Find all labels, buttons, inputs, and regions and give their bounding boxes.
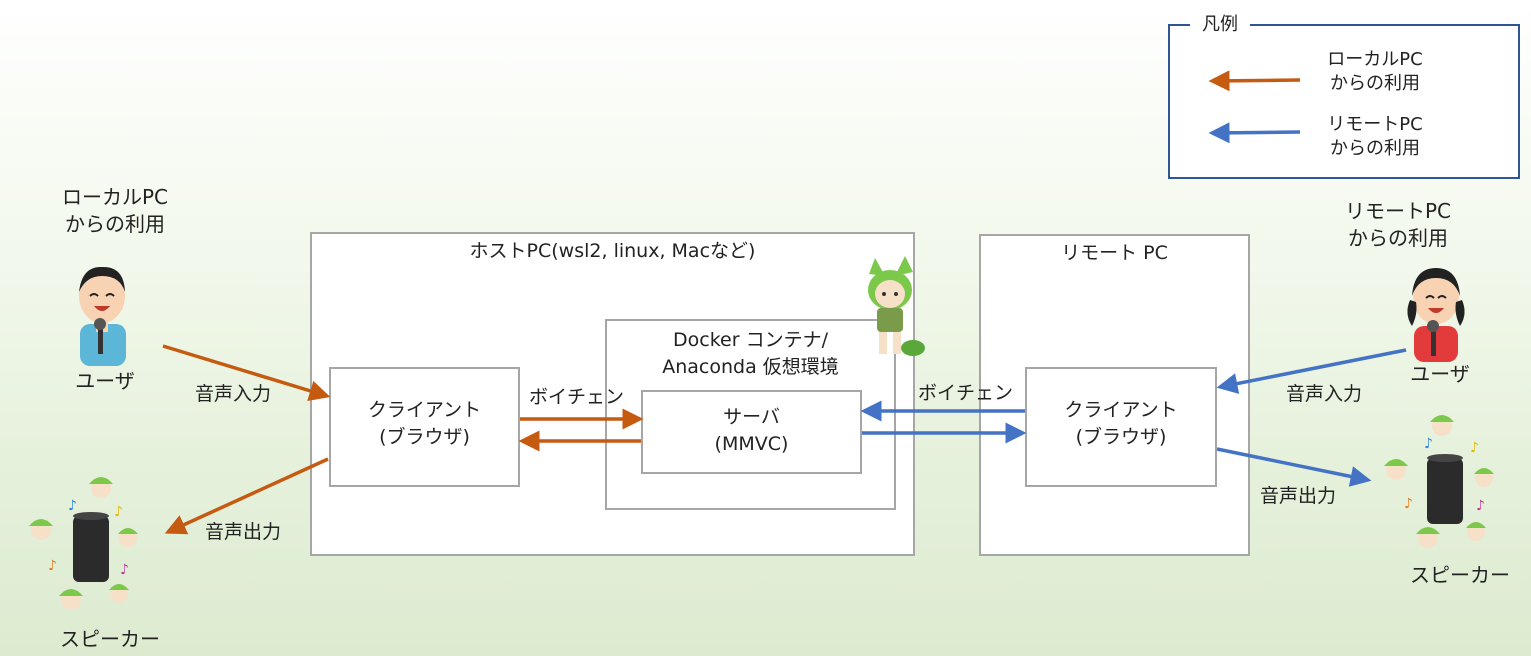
boy-singing-icon <box>79 266 126 366</box>
zundamon-character-icon <box>868 256 925 356</box>
smart-speaker-icon: ♪ ♪ ♪ ♪ <box>1384 415 1494 548</box>
svg-text:♪: ♪ <box>1470 440 1479 456</box>
left-voice-out-label: 音声出力 <box>205 521 282 543</box>
arrow-voice-out-left <box>164 457 329 535</box>
svg-text:♪: ♪ <box>48 558 57 574</box>
music-note-icon: ♪ <box>1424 436 1433 452</box>
legend-local-arrow <box>1208 70 1301 92</box>
remote-voice-change-label: ボイチェン <box>918 382 1014 404</box>
smart-speaker-icon: ♪ ♪ ♪ ♪ <box>29 477 138 610</box>
arrow-voice-out-right <box>1216 447 1372 487</box>
host-client-label: クライアント(ブラウザ) <box>367 399 482 448</box>
server-label: サーバ(MMVC) <box>714 406 789 455</box>
legend-box <box>1168 24 1520 179</box>
remote-client-box <box>1025 367 1217 487</box>
remote-pc-title: リモート PC <box>1061 242 1168 264</box>
right-user-label: ユーザ <box>1410 362 1470 386</box>
server-box <box>641 390 862 474</box>
music-note-icon: ♪ <box>68 498 77 514</box>
svg-text:♪: ♪ <box>114 504 123 520</box>
host-client-box <box>329 367 520 487</box>
right-voice-in-label: 音声入力 <box>1286 383 1363 405</box>
legend-remote-arrow <box>1208 122 1301 144</box>
host-title: ホストPC(wsl2, linux, Macなど) <box>469 240 756 262</box>
arrow-voice-in-right <box>1216 348 1407 394</box>
zundamon-character-icon <box>29 477 138 610</box>
container-label: Docker コンテナ/Anaconda 仮想環境 <box>662 329 839 378</box>
svg-text:♪: ♪ <box>1476 498 1485 514</box>
svg-text:♪: ♪ <box>1404 496 1413 512</box>
right-speaker-label: スピーカー <box>1410 563 1510 587</box>
right-voice-out-label: 音声出力 <box>1260 485 1337 507</box>
girl-singing-icon <box>1407 268 1465 362</box>
left-speaker-label: スピーカー <box>60 627 160 651</box>
zundamon-character-icon <box>1384 415 1494 548</box>
arrow-voice-in-left <box>162 344 331 401</box>
svg-text:♪: ♪ <box>120 562 129 578</box>
left-user-label: ユーザ <box>75 369 135 393</box>
host-voice-change-label: ボイチェン <box>529 386 625 408</box>
legend-title: 凡例 <box>1190 12 1250 38</box>
left-voice-in-label: 音声入力 <box>195 383 272 405</box>
remote-client-label: クライアント(ブラウザ) <box>1064 399 1178 448</box>
